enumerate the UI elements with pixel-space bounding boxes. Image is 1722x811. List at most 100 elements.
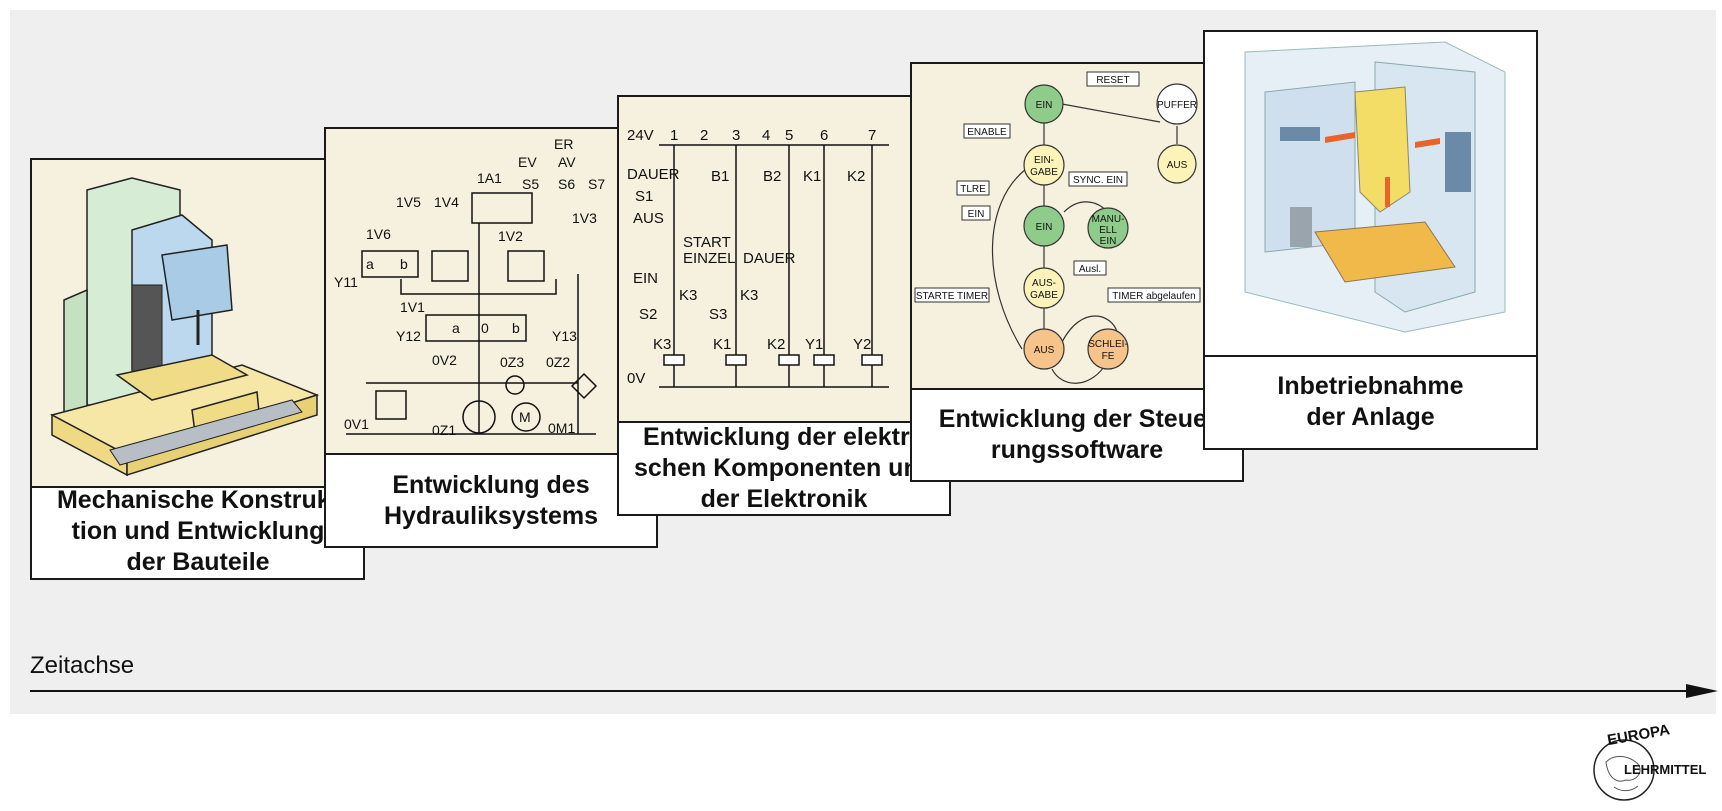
svg-text:a: a	[366, 256, 374, 272]
svg-text:3: 3	[732, 127, 740, 144]
svg-text:TLRE: TLRE	[960, 184, 986, 195]
svg-text:0V: 0V	[627, 370, 645, 387]
svg-text:0V1: 0V1	[344, 416, 369, 432]
svg-text:K3: K3	[679, 287, 697, 304]
svg-text:EIN: EIN	[1036, 222, 1053, 233]
svg-text:0Z3: 0Z3	[500, 354, 524, 370]
svg-text:M: M	[519, 409, 531, 425]
svg-text:FE: FE	[1102, 351, 1115, 362]
svg-text:PUFFER: PUFFER	[1157, 100, 1197, 111]
svg-text:STARTE TIMER: STARTE TIMER	[916, 291, 988, 302]
time-axis-arrow	[30, 684, 1718, 698]
stage-4-caption-box	[910, 386, 1244, 482]
stage-3-caption: Entwicklung der elektri- schen Komponent…	[634, 422, 934, 513]
electrical-schematic: 24V 1 2 3 4 5 6 7 DAUER S1 AUS B1 B2 K1 …	[627, 127, 889, 388]
svg-text:AUS: AUS	[1167, 160, 1188, 171]
stage-1-caption-box	[30, 483, 365, 580]
svg-text:1V5: 1V5	[396, 194, 421, 210]
svg-text:Y12: Y12	[396, 328, 421, 344]
svg-text:0V2: 0V2	[432, 352, 457, 368]
svg-text:S7: S7	[588, 176, 605, 192]
svg-text:S5: S5	[522, 176, 539, 192]
svg-text:K2: K2	[847, 168, 865, 185]
svg-text:1V2: 1V2	[498, 228, 523, 244]
stage-2-caption: Entwicklung des Hydrauliksystems	[383, 471, 598, 530]
svg-text:EINZEL: EINZEL	[683, 250, 736, 267]
svg-text:B1: B1	[711, 168, 729, 185]
svg-text:START: START	[683, 234, 731, 251]
svg-text:Y1: Y1	[805, 336, 823, 353]
svg-text:24V: 24V	[627, 127, 654, 144]
svg-text:5: 5	[785, 127, 793, 144]
hydraulic-schematic: ER EV AV 1A1 S5 S6 S7 1V5 1V4 1V3 1V6 1V…	[334, 136, 605, 438]
svg-text:RESET: RESET	[1096, 75, 1129, 86]
svg-text:1V6: 1V6	[366, 226, 391, 242]
svg-text:4: 4	[762, 127, 770, 144]
svg-text:EV: EV	[518, 154, 537, 170]
svg-text:1V4: 1V4	[434, 194, 459, 210]
svg-text:1A1: 1A1	[477, 170, 502, 186]
svg-text:EIN-: EIN-	[1034, 155, 1054, 166]
svg-text:b: b	[400, 256, 408, 272]
svg-text:DAUER: DAUER	[627, 166, 680, 183]
svg-text:ENABLE: ENABLE	[967, 127, 1007, 138]
svg-text:SCHLEI-: SCHLEI-	[1088, 339, 1127, 350]
svg-text:GABE: GABE	[1030, 290, 1058, 301]
machine-cabin-illustration	[1244, 41, 1506, 333]
svg-text:1V3: 1V3	[572, 210, 597, 226]
svg-text:K3: K3	[740, 287, 758, 304]
svg-text:S3: S3	[709, 306, 727, 323]
stage-1-caption: Mechanische Konstruk- tion und Entwicklu…	[56, 486, 339, 576]
svg-text:b: b	[512, 320, 520, 336]
svg-text:6: 6	[820, 127, 828, 144]
svg-text:K2: K2	[767, 336, 785, 353]
svg-text:1: 1	[670, 127, 678, 144]
svg-text:AUS: AUS	[633, 210, 664, 227]
svg-text:AUS-: AUS-	[1032, 278, 1056, 289]
svg-text:S2: S2	[639, 306, 657, 323]
svg-text:0M1: 0M1	[548, 420, 575, 436]
svg-text:a: a	[452, 320, 460, 336]
svg-text:S1: S1	[635, 188, 653, 205]
stage-5-caption: Inbetriebnahme der Anlage	[1277, 371, 1464, 431]
stage-5-caption-box	[1203, 353, 1538, 450]
svg-text:B2: B2	[763, 168, 781, 185]
svg-text:EIN: EIN	[968, 209, 985, 220]
svg-text:0Z2: 0Z2	[546, 354, 570, 370]
logo-text-lehrmittel: LEHRMITTEL	[1624, 762, 1706, 777]
svg-text:1V1: 1V1	[400, 299, 425, 315]
svg-text:ELL: ELL	[1099, 225, 1117, 236]
svg-text:K1: K1	[713, 336, 731, 353]
stage-3-image: 24V 1 2 3 4 5 6 7 DAUER S1 AUS B1 B2 K1 …	[617, 95, 912, 423]
svg-text:EIN: EIN	[1036, 100, 1053, 111]
stage-4-caption: Entwicklung der Steue- rungssoftware	[938, 405, 1216, 464]
svg-text:EIN: EIN	[633, 270, 658, 287]
svg-text:TIMER abgelaufen: TIMER abgelaufen	[1112, 291, 1195, 302]
globe-icon: EUROPA LEHRMITTEL	[1593, 721, 1706, 801]
svg-text:AV: AV	[558, 154, 576, 170]
svg-text:K1: K1	[803, 168, 821, 185]
state-machine-diagram: EIN PUFFER AUS EIN-GABE EIN MANU-ELLEIN …	[914, 71, 1201, 384]
svg-text:MANU-: MANU-	[1092, 214, 1125, 225]
svg-text:Ausl.: Ausl.	[1079, 264, 1101, 275]
svg-text:Y13: Y13	[552, 328, 577, 344]
svg-text:7: 7	[868, 127, 876, 144]
time-axis-label: Zeitachse	[30, 652, 135, 679]
svg-text:SYNC. EIN: SYNC. EIN	[1073, 175, 1123, 186]
svg-text:0Z1: 0Z1	[432, 422, 456, 438]
svg-text:Y11: Y11	[334, 274, 358, 290]
europa-lehrmittel-logo: EUROPA LEHRMITTEL	[1586, 721, 1716, 806]
stage-2-image: ER EV AV 1A1 S5 S6 S7 1V5 1V4 1V3 1V6 1V…	[324, 127, 619, 455]
svg-text:DAUER: DAUER	[743, 250, 796, 267]
svg-text:S6: S6	[558, 176, 575, 192]
svg-text:ER: ER	[554, 136, 573, 152]
svg-text:2: 2	[700, 127, 708, 144]
svg-text:EIN: EIN	[1100, 236, 1117, 247]
stage-1-image	[30, 158, 326, 488]
svg-text:K3: K3	[653, 336, 671, 353]
svg-text:GABE: GABE	[1030, 167, 1058, 178]
svg-text:Y2: Y2	[853, 336, 871, 353]
svg-text:0: 0	[481, 320, 489, 336]
milling-machine-illustration	[49, 177, 320, 477]
